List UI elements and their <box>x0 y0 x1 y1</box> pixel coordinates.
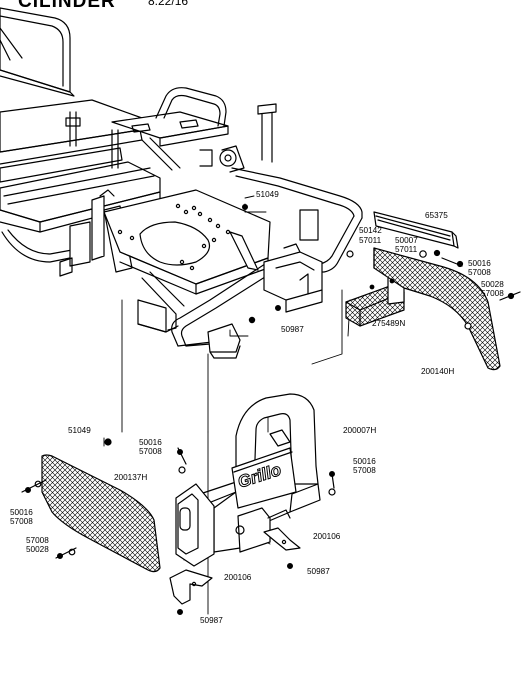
part-200140H-mudguard <box>373 247 501 371</box>
part-label-200140H: 200140H <box>421 367 455 376</box>
page-date: 8.22/16 <box>148 0 189 8</box>
part-label-200106-b: 200106 <box>224 573 252 582</box>
part-label-50016-c: 50016 <box>353 457 376 466</box>
part-label-50987-mid: 50987 <box>307 567 330 576</box>
part-200106-bracket-right <box>263 527 301 551</box>
part-label-50016-a: 50016 <box>468 259 491 268</box>
part-label-50028-b: 50028 <box>26 545 49 554</box>
part-label-200137H: 200137H <box>114 473 148 482</box>
part-label-57008-d: 57008 <box>353 466 376 475</box>
page-title: CILINDER <box>18 0 116 12</box>
part-label-50142: 50142 <box>359 226 382 235</box>
part-label-57011-a: 57011 <box>359 236 382 245</box>
part-200106-bracket-left <box>169 569 213 605</box>
part-label-50016-d: 50016 <box>10 508 33 517</box>
part-label-65375: 65375 <box>425 211 448 220</box>
part-label-57008-f: 57008 <box>26 536 49 545</box>
part-65375-strip <box>373 211 459 249</box>
part-200007H-bumper <box>175 393 321 567</box>
part-label-51049-left: 51049 <box>68 426 91 435</box>
part-label-200106-a: 200106 <box>313 532 341 541</box>
part-label-57008-b: 57008 <box>481 289 504 298</box>
chassis-frame <box>0 99 271 295</box>
part-label-50028-a: 50028 <box>481 280 504 289</box>
hardware-right <box>346 249 521 330</box>
part-label-50987-top: 50987 <box>281 325 304 334</box>
part-label-50016-b: 50016 <box>139 438 162 447</box>
part-label-50987-bot: 50987 <box>200 616 223 625</box>
part-label-51049-top: 51049 <box>256 190 279 199</box>
part-label-57008-c: 57008 <box>139 447 162 456</box>
part-label-200007H: 200007H <box>343 426 377 435</box>
seat-backrest <box>0 7 75 97</box>
part-label-57011-b: 57011 <box>395 245 418 254</box>
hardware-left <box>21 204 336 615</box>
part-label-57008-e: 57008 <box>10 517 33 526</box>
roll-bar-tube <box>137 87 363 359</box>
part-label-57008-a: 57008 <box>468 268 491 277</box>
part-label-275489N: 275489N <box>372 319 406 328</box>
part-label-50007: 50007 <box>395 236 418 245</box>
part-200137H-mudguard <box>41 454 161 573</box>
